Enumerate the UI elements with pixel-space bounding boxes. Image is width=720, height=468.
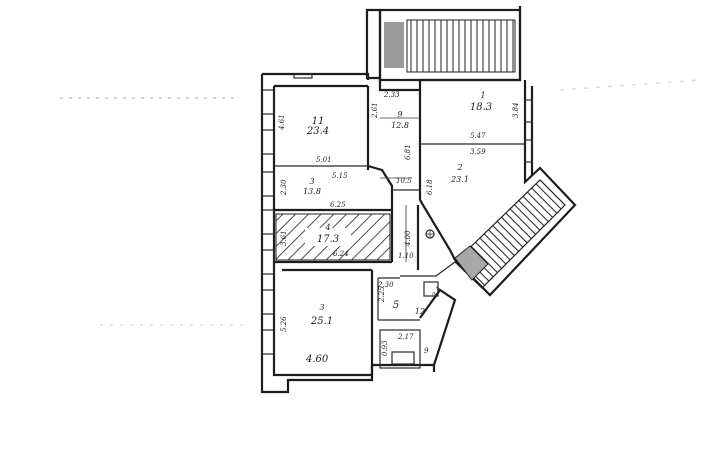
dim-label: 10.5: [396, 177, 412, 185]
dim-label: 4.00: [404, 230, 412, 247]
dim-label: 6.81: [404, 144, 412, 160]
dim-label: 2.17: [397, 333, 414, 341]
room-9-area: 12.8: [391, 121, 409, 130]
room-4-area: 17.3: [317, 234, 339, 245]
room-4-number: 4: [324, 223, 330, 232]
room-3b-area: 25.1: [310, 316, 333, 327]
dim-label: 3.59: [470, 148, 486, 156]
dim-label: 0.93: [381, 340, 389, 356]
dim-label: 3.4: [431, 285, 443, 299]
dimension-lines: [380, 117, 420, 262]
dim-label: 1.10: [398, 252, 414, 260]
room-9-number: 9: [397, 110, 402, 119]
room-12-number: 12: [415, 307, 425, 316]
room-11-number: 11: [312, 116, 325, 127]
dim-label: 2.30: [377, 281, 394, 289]
room-1-number: 1: [480, 91, 485, 100]
room-11-area: 23.4: [306, 126, 329, 137]
room-2-number: 2: [456, 163, 462, 172]
outer-walls: [260, 6, 577, 394]
dim-label: 4.61: [278, 114, 286, 131]
dim-label: 5.01: [316, 156, 332, 164]
room-labels: 11 23.4 9 12.8 1 18.3 3 13.8 2 23.1 4 17…: [303, 91, 492, 327]
room-1-area: 18.3: [470, 102, 492, 113]
room-2-area: 23.1: [450, 175, 469, 184]
left-windows: [261, 73, 533, 355]
room-5-number: 5: [393, 300, 399, 311]
dim-label: 6.25: [330, 201, 346, 209]
dim-label: 6.24: [333, 250, 349, 258]
dim-label: 2.33: [383, 91, 400, 99]
dim-label: 5.15: [332, 172, 348, 180]
interior-walls: [274, 86, 525, 375]
dim-label: 2.25: [378, 286, 386, 303]
dimension-labels: 4.61 2.33 2.61 5.47 3.84 5.01 5.15 3.59 …: [278, 91, 520, 365]
dim-label: 5.26: [280, 316, 288, 332]
dim-label: 4.60: [305, 354, 329, 365]
room-3b-number: 3: [319, 303, 324, 312]
dim-label: 5.47: [470, 132, 486, 140]
dim-label: 3.84: [512, 102, 520, 118]
dim-label: 2.30: [280, 179, 288, 196]
room-3a-area: 13.8: [303, 187, 321, 196]
scan-noise: [60, 79, 701, 326]
dim-label: 9: [424, 347, 429, 355]
dim-label: 3.61: [280, 230, 288, 246]
dim-label: 2.61: [371, 102, 379, 119]
dim-label: 6.18: [426, 179, 434, 195]
room-3a-number: 3: [309, 177, 314, 186]
